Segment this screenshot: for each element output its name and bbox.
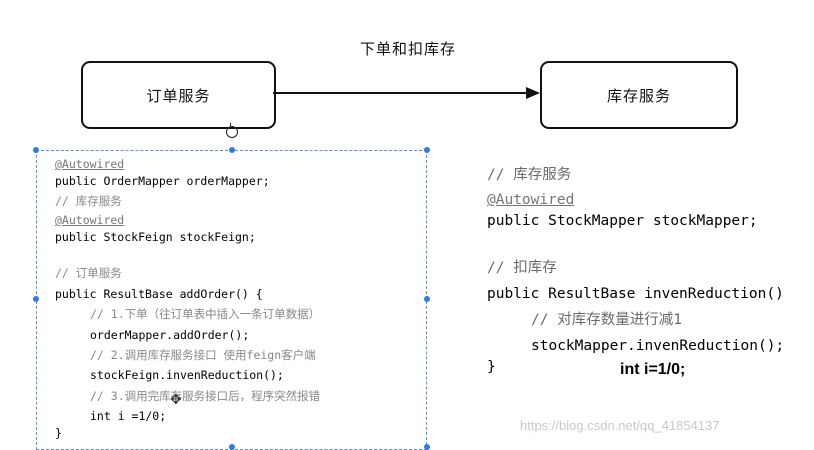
resize-handle-ml[interactable] (33, 296, 39, 302)
resize-handle-bm[interactable] (229, 444, 235, 450)
code-line: // 扣库存 (487, 260, 557, 276)
code-line: public ResultBase addOrder() { (55, 287, 263, 301)
arrow-head (526, 87, 540, 99)
code-line: public OrderMapper orderMapper; (55, 174, 270, 188)
resize-handle-tm[interactable] (229, 147, 235, 153)
code-line: public ResultBase invenReduction() (487, 286, 784, 302)
code-line: orderMapper.addOrder(); (90, 328, 250, 342)
code-line: int i =1/0; (90, 409, 167, 423)
stock-service-box: 库存服务 (540, 61, 738, 129)
resize-handle-mr[interactable] (424, 296, 430, 302)
resize-handle-br[interactable] (424, 444, 430, 450)
error-line: int i=1/0; (620, 361, 686, 378)
code-line: public StockMapper stockMapper; (487, 213, 758, 229)
code-line: // 库存服务 (487, 167, 572, 183)
code-line: stockFeign.invenReduction(); (90, 368, 284, 382)
rotate-handle-icon[interactable] (226, 123, 238, 138)
stock-service-label: 库存服务 (606, 86, 671, 105)
code-line: stockMapper.invenReduction(); (531, 338, 785, 354)
move-cursor-icon: ✥ (170, 392, 182, 408)
code-line: // 库存服务 (55, 194, 122, 208)
order-service-label: 订单服务 (146, 86, 211, 105)
code-line: // 对库存数量进行减1 (531, 312, 682, 328)
code-line: } (487, 359, 496, 375)
watermark: https://blog.csdn.net/qq_41854137 (520, 418, 720, 433)
code-line: // 2.调用库存服务接口 使用feign客户端 (90, 348, 316, 362)
code-line: @Autowired (55, 213, 125, 227)
code-line: public StockFeign stockFeign; (55, 230, 256, 244)
code-line: // 1.下单（往订单表中插入一条订单数据） (90, 307, 321, 321)
diagram-title: 下单和扣库存 (360, 40, 457, 58)
resize-handle-tr[interactable] (424, 147, 430, 153)
order-service-box: 订单服务 (81, 61, 276, 129)
resize-handle-tl[interactable] (33, 147, 39, 153)
code-line: // 订单服务 (55, 266, 122, 280)
code-line: } (55, 426, 62, 440)
code-line: // 3.调用完库存服务接口后，程序突然报错 (90, 389, 321, 403)
code-line: @Autowired (55, 157, 125, 171)
code-line: @Autowired (487, 192, 575, 208)
